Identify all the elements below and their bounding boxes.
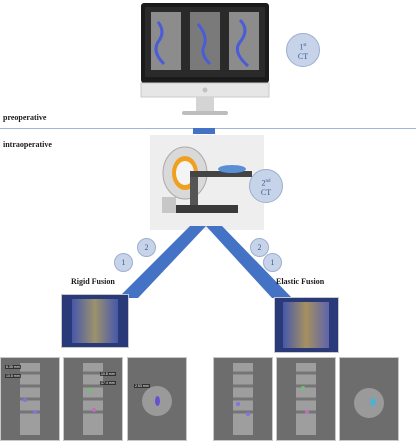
second-ct-text: CT <box>260 187 272 197</box>
step-circle-left-2: 2 <box>137 238 156 257</box>
first-ct-badge: 1st CT <box>286 33 320 67</box>
left-branch-arrow <box>118 226 206 298</box>
elastic-sagittal-scan <box>276 357 336 441</box>
rigid-fusion-label: Rigid Fusion <box>71 277 115 286</box>
first-ct-text: CT <box>297 51 309 61</box>
second-ct-badge: 2nd CT <box>249 169 283 203</box>
rigid-sagittal-scan: 10.8 mm 17.4 mm <box>63 357 123 441</box>
rigid-coronal-measure-1: 6.35 mm <box>5 365 21 369</box>
rigid-sagittal-measure-2: 17.4 mm <box>100 381 116 385</box>
step-circle-right-1: 1 <box>263 253 282 272</box>
rigid-axial-measure-1: 2.53 mm <box>134 384 150 388</box>
second-ct-ordinal: 2 <box>261 178 266 188</box>
first-ct-ordinal: 1 <box>299 42 304 52</box>
first-ct-suffix: st <box>303 43 307 48</box>
monitor-illustration <box>140 3 270 115</box>
rigid-coronal-scan: 6.35 mm 10.5 mm <box>0 357 60 441</box>
preoperative-label: preoperative <box>3 113 47 122</box>
monitor-connector <box>193 128 215 134</box>
rigid-fusion-overview <box>61 294 129 348</box>
intraop-ct-scanner <box>150 135 264 230</box>
intraoperative-label: intraoperative <box>3 140 52 149</box>
elastic-axial-scan <box>339 357 399 441</box>
right-branch-arrow <box>206 226 292 298</box>
rigid-sagittal-measure-1: 10.8 mm <box>100 372 116 376</box>
second-ct-suffix: nd <box>265 179 271 184</box>
ct-scanner-illustration <box>150 135 264 230</box>
elastic-fusion-overview <box>274 297 339 353</box>
elastic-fusion-label: Elastic Fusion <box>276 277 325 286</box>
elastic-coronal-scan <box>213 357 273 441</box>
rigid-coronal-measure-2: 10.5 mm <box>5 374 21 378</box>
rigid-axial-scan: 2.53 mm <box>127 357 187 441</box>
step-circle-right-2: 2 <box>250 238 269 257</box>
step-circle-left-1: 1 <box>114 253 133 272</box>
monitor <box>140 2 270 122</box>
